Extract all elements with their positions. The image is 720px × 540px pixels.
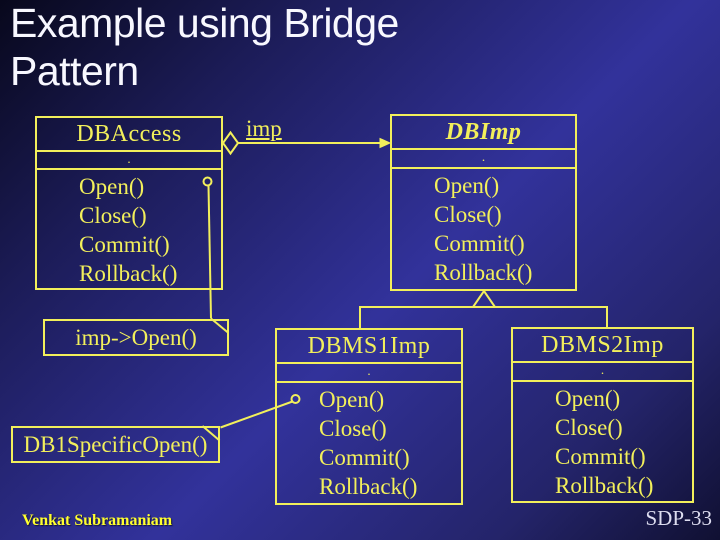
class-methods-dbimp: Open() Close() Commit() Rollback() xyxy=(392,169,575,289)
class-box-dbms2imp: DBMS2Imp . Open() Close() Commit() Rollb… xyxy=(511,327,694,503)
method-item: Commit() xyxy=(79,232,170,257)
class-methods-dbms1imp: Open() Close() Commit() Rollback() xyxy=(277,383,461,503)
method-item: Rollback() xyxy=(434,260,533,285)
method-item: Rollback() xyxy=(79,261,178,286)
note-box-imp-open: imp->Open() xyxy=(43,319,229,356)
method-item: Commit() xyxy=(555,444,646,469)
inheritance-connector-line xyxy=(359,306,608,328)
class-attributes-dbms1imp: . xyxy=(277,364,461,383)
class-attributes-dbms2imp: . xyxy=(513,363,692,382)
footer-author: Venkat Subramaniam xyxy=(22,512,173,529)
class-box-dbaccess: DBAccess . Open() Close() Commit() Rollb… xyxy=(35,116,223,290)
method-item: Open() xyxy=(555,386,621,411)
class-methods-dbaccess: Open() Close() Commit() Rollback() xyxy=(37,170,221,288)
inheritance-triangle-icon xyxy=(471,289,497,308)
method-item: Open() xyxy=(319,387,385,412)
method-item: Close() xyxy=(79,203,147,228)
footer-page-number: SDP-33 xyxy=(645,506,712,530)
method-item: Rollback() xyxy=(555,473,654,498)
method-item: Open() xyxy=(79,174,145,199)
association-label-imp: imp xyxy=(246,116,282,141)
aggregation-diamond-icon xyxy=(221,130,240,156)
method-item: Close() xyxy=(319,416,387,441)
class-attributes-dbaccess: . xyxy=(37,152,221,170)
method-item: Close() xyxy=(555,415,623,440)
method-item: Rollback() xyxy=(319,474,418,499)
method-item: Open() xyxy=(434,173,500,198)
method-item: Commit() xyxy=(319,445,410,470)
class-name-dbms2imp: DBMS2Imp xyxy=(513,329,692,363)
class-name-dbaccess: DBAccess xyxy=(37,118,221,152)
note-text: imp->Open() xyxy=(75,324,197,350)
slide-title: Example using Bridge Pattern xyxy=(10,0,399,94)
note-box-db1specific-open: DB1SpecificOpen() xyxy=(11,426,220,463)
method-item: Commit() xyxy=(434,231,525,256)
association-arrowhead-icon xyxy=(379,137,392,149)
class-box-dbms1imp: DBMS1Imp . Open() Close() Commit() Rollb… xyxy=(275,328,463,505)
class-attributes-dbimp: . xyxy=(392,150,575,169)
class-methods-dbms2imp: Open() Close() Commit() Rollback() xyxy=(513,382,692,501)
class-name-dbimp: DBImp xyxy=(392,116,575,150)
method-item: Close() xyxy=(434,202,502,227)
note-text: DB1SpecificOpen() xyxy=(23,431,208,457)
class-box-dbimp: DBImp . Open() Close() Commit() Rollback… xyxy=(390,114,577,291)
class-name-dbms1imp: DBMS1Imp xyxy=(277,330,461,364)
